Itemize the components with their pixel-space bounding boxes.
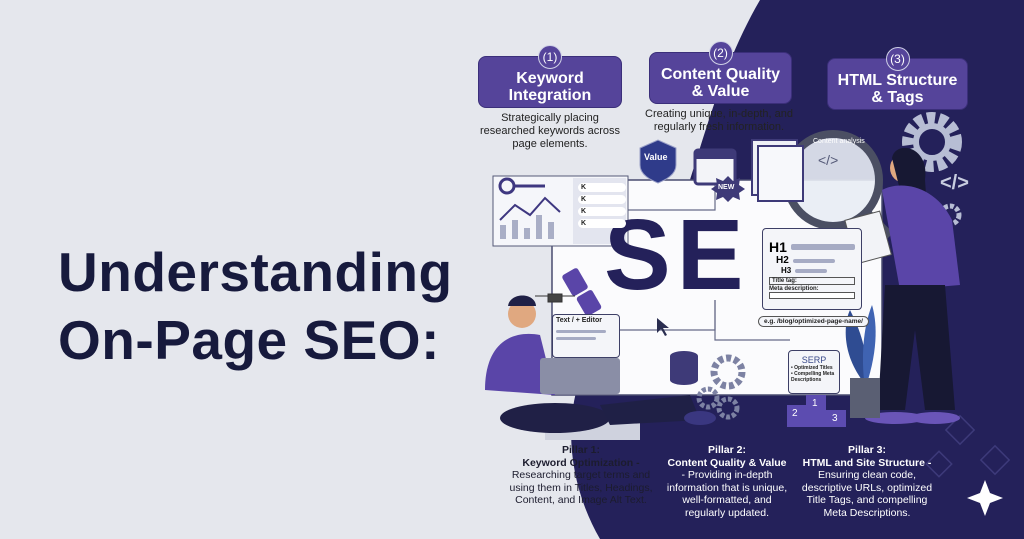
keyword-item: K [578, 219, 626, 228]
document-stack-icon [751, 139, 804, 202]
pillar-heading: Pillar 2: [708, 444, 746, 456]
pill-keyword-integration: (1) Keyword Integration [478, 45, 622, 108]
title-tag-field: Title tag: [769, 277, 855, 285]
person-with-laptop [485, 295, 716, 433]
pill-content-quality: (2) Content Quality & Value [649, 41, 792, 104]
pillar-text: Researching target terms and using them … [509, 469, 653, 506]
sparkle-icon [967, 480, 1003, 516]
text-editor-card: Text / + Editor [552, 314, 620, 358]
drone-icon [535, 293, 575, 303]
title-line-1: Understanding [58, 241, 453, 303]
database-icon [670, 351, 698, 385]
pill-description: Creating unique, in-depth, and regularly… [645, 108, 793, 133]
content-analysis-label: Content analysis [813, 138, 865, 145]
gears-center-icon [696, 354, 746, 420]
new-badge: NEW [718, 184, 735, 191]
pillar-3: Pillar 3: HTML and Site Structure - Ensu… [798, 444, 936, 519]
gear-icon [902, 112, 962, 172]
pillar-text: - Providing in-depth information that is… [666, 469, 788, 519]
code-brackets-icon: </> [940, 172, 969, 194]
serp-item: • Compelling Meta Descriptions [791, 371, 835, 383]
keyword-list: K K K K [578, 180, 626, 231]
serp-item: • Optimized Titles [791, 365, 833, 371]
pillar-subheading: Keyword Optimization - [522, 456, 640, 469]
pillar-subheading: Content Quality & Value [667, 456, 787, 469]
podium [787, 395, 846, 427]
url-example: e.g. /blog/optimized-page-name/ [758, 316, 869, 327]
podium-2: 2 [792, 408, 798, 419]
pill-number: (3) [885, 47, 910, 71]
page-title: Understanding On-Page SEO: [58, 238, 453, 374]
editor-label: Text / + Editor [556, 317, 602, 324]
code-icon: </> [818, 152, 839, 168]
pillar-heading: Pillar 1: [562, 444, 600, 456]
meta-description-field [769, 292, 855, 299]
pillar-2: Pillar 2: Content Quality & Value - Prov… [662, 444, 792, 519]
h3-label: H3 [781, 266, 792, 275]
pillar-heading: Pillar 3: [848, 444, 886, 456]
pillar-subheading: HTML and Site Structure - [802, 456, 932, 469]
pill-number: (1) [538, 45, 562, 69]
podium-1: 1 [812, 398, 818, 409]
h2-label: H2 [776, 255, 789, 266]
cursor-icon [657, 318, 669, 336]
title-line-2: On-Page SEO: [58, 309, 440, 371]
keyword-item: K [578, 183, 626, 192]
html-tags-card: H1 H2 H3 Title tag: Meta description: [762, 228, 862, 310]
pillar-1: Pillar 1: Keyword Optimization - Researc… [504, 444, 658, 507]
decorative-diamonds [925, 414, 1011, 478]
new-badge-icon [711, 176, 745, 202]
meta-description-label: Meta description: [769, 286, 819, 292]
calendar-icon [693, 148, 737, 186]
serp-title: SERP [801, 355, 827, 365]
pillar-text: Ensuring clean code, descriptive URLs, o… [801, 469, 933, 519]
seo-letters: SE [604, 199, 750, 311]
shield-icon [639, 139, 677, 184]
pill-number: (2) [708, 41, 733, 65]
pill-description: Strategically placing researched keyword… [480, 112, 621, 150]
keyword-item: K [578, 195, 626, 204]
h1-label: H1 [769, 239, 787, 255]
value-badge: Value [644, 152, 668, 162]
pill-html-structure: (3) HTML Structure & Tags [827, 47, 968, 110]
podium-3: 3 [832, 413, 838, 424]
plant-icon [845, 305, 880, 418]
pill-label: HTML Structure & Tags [837, 72, 958, 106]
serp-card: SERP • Optimized Titles • Compelling Met… [788, 350, 840, 394]
keyword-tags [562, 268, 602, 316]
pill-label: Keyword Integration [508, 70, 592, 104]
pill-label: Content Quality & Value [660, 66, 781, 100]
keyword-item: K [578, 207, 626, 216]
